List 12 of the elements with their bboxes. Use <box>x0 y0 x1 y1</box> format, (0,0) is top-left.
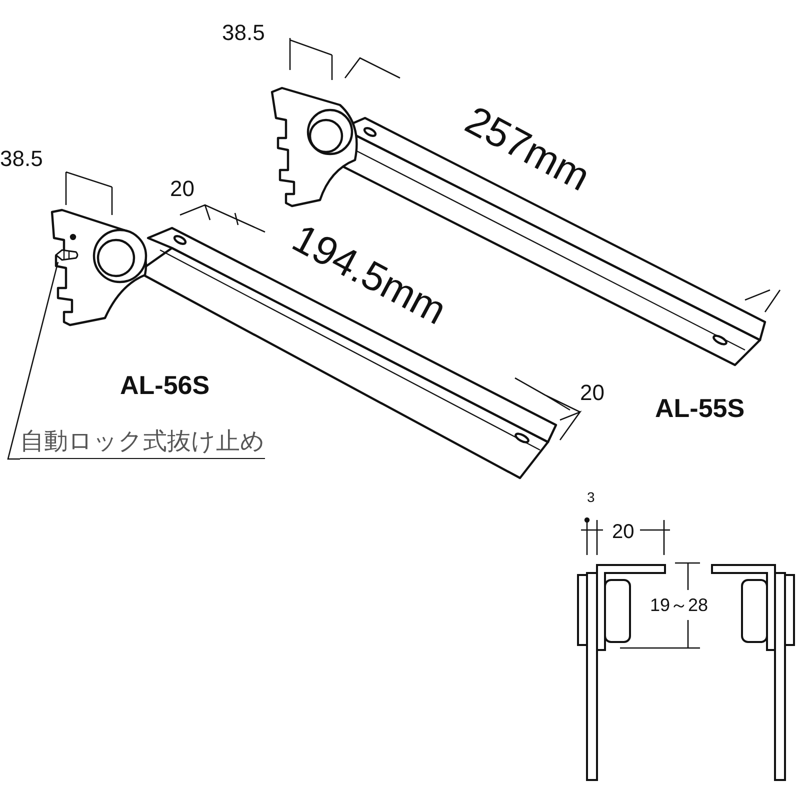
dimension-label: 38.5 <box>222 22 265 44</box>
dimension-label: 20 <box>170 178 194 200</box>
callout-text: 自動ロック式抜け止め <box>20 430 265 459</box>
lock-pin-drawing <box>54 248 80 262</box>
model-label: AL-56S <box>120 372 210 398</box>
dimension-label: 20 <box>612 522 634 542</box>
dimension-label: 19～28 <box>650 596 708 614</box>
dimension-label: 20 <box>580 382 604 404</box>
leader-line <box>7 262 59 460</box>
model-label: AL-55S <box>655 395 745 421</box>
dimension-label: 3 <box>587 490 595 504</box>
dimension-label: 38.5 <box>0 148 43 170</box>
